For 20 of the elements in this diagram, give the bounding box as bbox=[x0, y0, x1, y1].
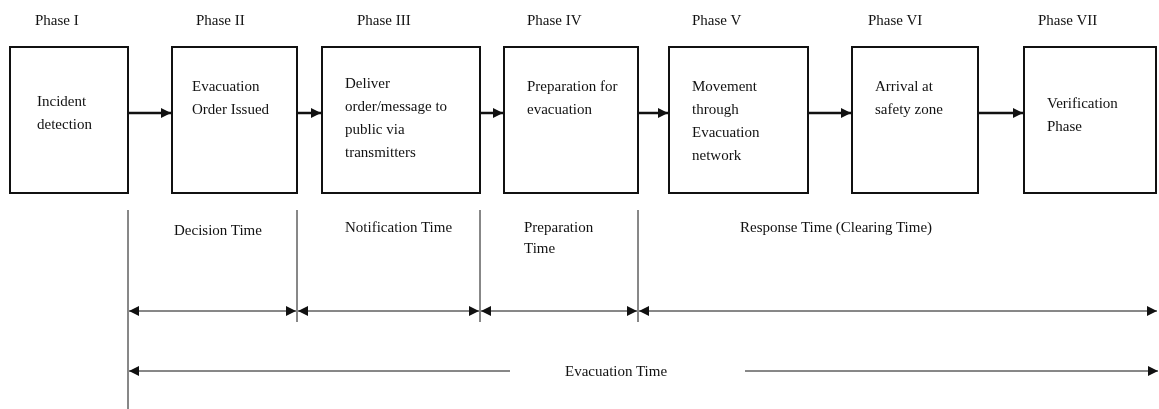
box-text: Incident detection bbox=[37, 92, 93, 134]
arrow bbox=[979, 108, 1023, 118]
arrow bbox=[639, 108, 668, 118]
phase-label: Phase II bbox=[196, 11, 245, 30]
box-text: Evacuation Order Issued bbox=[192, 77, 271, 119]
phase-label: Phase VI bbox=[868, 11, 923, 30]
phase-label: Phase V bbox=[692, 11, 742, 30]
arrow bbox=[298, 108, 321, 118]
arrow bbox=[481, 108, 503, 118]
phase-label: Phase IV bbox=[527, 11, 582, 30]
box-text: Arrival at safety zone bbox=[875, 77, 944, 119]
box-text: Movement through Evacuation network bbox=[692, 77, 761, 165]
box-text: Preparation for evacuation bbox=[527, 77, 619, 119]
box-text: Deliver order/message to public via transmitters bbox=[345, 74, 449, 162]
arrow bbox=[809, 108, 851, 118]
arrow bbox=[129, 108, 171, 118]
phase-label: Phase VII bbox=[1038, 11, 1098, 30]
phase-label: Phase I bbox=[35, 11, 79, 30]
phase-label: Phase III bbox=[357, 11, 411, 30]
box-text: Verification Phase bbox=[1047, 94, 1119, 136]
